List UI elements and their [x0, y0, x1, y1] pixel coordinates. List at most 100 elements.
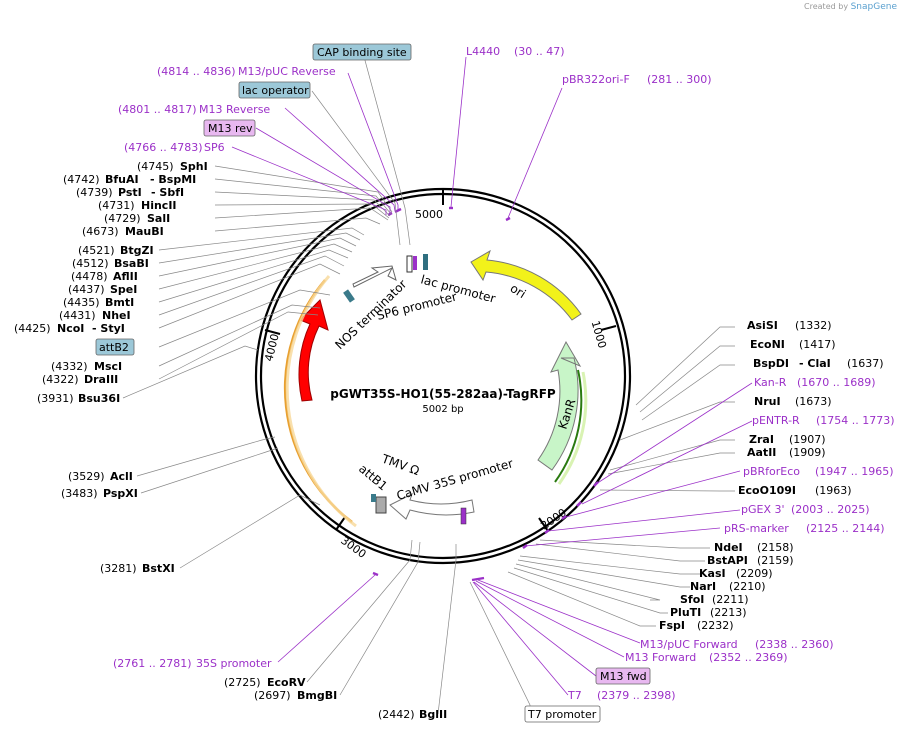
- maubi-pos: (4673): [82, 225, 119, 238]
- nos-terminator-feature[interactable]: [352, 265, 397, 288]
- sali-label[interactable]: SalI: [147, 212, 170, 225]
- bsabi-label[interactable]: BsaBI: [114, 257, 149, 270]
- s35-label[interactable]: 35S promoter: [196, 657, 272, 670]
- bmgbi-label[interactable]: BmgBI: [297, 689, 337, 702]
- bglii-pos: (2442): [378, 708, 415, 721]
- pluti-label[interactable]: PluTI: [670, 606, 701, 619]
- sfoi-label[interactable]: SfoI: [680, 593, 704, 606]
- tick-label-2000: 2000: [538, 506, 568, 532]
- btgzi-pos: (4521): [78, 244, 115, 257]
- prs-label[interactable]: pRS-marker: [724, 522, 789, 535]
- lac-promoter-feature[interactable]: [423, 254, 428, 270]
- lac-operator-box[interactable]: [238, 81, 311, 99]
- psti-label[interactable]: PstI: [118, 186, 142, 199]
- kanr-orf-arc: [554, 369, 583, 483]
- m13puc-rev-label[interactable]: M13/pUC Reverse: [238, 65, 336, 78]
- nari-label[interactable]: NarI: [690, 580, 716, 593]
- zrai-label[interactable]: ZraI: [749, 433, 774, 446]
- bmti-label[interactable]: BmtI: [105, 296, 134, 309]
- sbfi-label[interactable]: - SbfI: [151, 186, 184, 199]
- kanr-feature[interactable]: [537, 340, 582, 471]
- bsabi-pos: (4512): [72, 257, 109, 270]
- m13-forward-pos: (2352 .. 2369): [709, 651, 788, 664]
- pbr-pos: (281 .. 300): [647, 73, 712, 86]
- plasmid-title: pGWT35S-HO1(55-282aa)-TagRFP: [330, 387, 556, 401]
- m13puc-fwd-label[interactable]: M13/pUC Forward: [640, 638, 738, 651]
- ori-feature[interactable]: [470, 249, 582, 321]
- pentr-label[interactable]: pENTR-R: [752, 414, 800, 427]
- lac-operator-label: lac operator: [242, 84, 309, 97]
- tagrfp-feature[interactable]: [298, 299, 329, 402]
- lac-operator-feature[interactable]: [413, 256, 417, 270]
- ecoo109i-pos: (1963): [815, 484, 852, 497]
- aatii-label[interactable]: AatII: [747, 446, 776, 459]
- bstxi-label[interactable]: BstXI: [142, 562, 175, 575]
- pgex-label[interactable]: pGEX 3': [741, 503, 785, 516]
- tagrfp-orf-glow: [285, 275, 357, 528]
- hincii-label[interactable]: HincII: [141, 199, 177, 212]
- bstxi-pos: (3281): [100, 562, 137, 575]
- pentr-pos: (1754 .. 1773): [816, 414, 895, 427]
- plasmid-length: 5002 bp: [422, 404, 463, 415]
- msci-label[interactable]: MscI: [94, 360, 122, 373]
- bsu36i-label[interactable]: Bsu36I: [78, 392, 120, 405]
- bspdi-label[interactable]: BspDI: [753, 357, 789, 370]
- kanr-orf-glow: [557, 371, 588, 485]
- bsu36i-pos: (3931): [37, 392, 74, 405]
- t7-label[interactable]: T7: [567, 689, 582, 702]
- btgzi-label[interactable]: BtgZI: [120, 244, 154, 257]
- m13-forward-label[interactable]: M13 Forward: [625, 651, 696, 664]
- draiii-label[interactable]: DraIII: [84, 373, 118, 386]
- ncoi-label[interactable]: NcoI: [57, 322, 84, 335]
- t7-promoter-box[interactable]: [524, 705, 601, 723]
- pbrforeco-label[interactable]: pBRforEco: [743, 465, 800, 478]
- pspxi-label[interactable]: PspXI: [103, 487, 138, 500]
- cap-binding-site-box[interactable]: [312, 43, 412, 61]
- m13-reverse-label[interactable]: M13 Reverse: [199, 103, 270, 116]
- prs-pos: (2125 .. 2144): [806, 522, 885, 535]
- kasi-label[interactable]: KasI: [699, 567, 726, 580]
- m13-rev-box[interactable]: [203, 119, 256, 137]
- sphi-label[interactable]: SphI: [180, 160, 208, 173]
- m13-fwd-box[interactable]: [595, 667, 651, 685]
- bstapi-label[interactable]: BstAPI: [707, 554, 748, 567]
- bfuai-label[interactable]: BfuAI: [105, 173, 139, 186]
- attb1-feature[interactable]: [375, 496, 387, 514]
- attb2-label: attB2: [99, 341, 129, 354]
- tmv-feature[interactable]: [371, 494, 376, 502]
- pbrforeco-pos: (1947 .. 1965): [815, 465, 894, 478]
- l4440-label[interactable]: L4440: [466, 45, 500, 58]
- nrui-label[interactable]: NruI: [754, 395, 781, 408]
- aflii-pos: (4478): [71, 270, 108, 283]
- sp6-label[interactable]: SP6: [204, 141, 225, 154]
- attb2-box[interactable]: [95, 338, 135, 356]
- bmti-pos: (4435): [63, 296, 100, 309]
- kanr-primer-pos: (1670 .. 1689): [797, 376, 876, 389]
- m13-rev-label: M13 rev: [208, 122, 253, 135]
- sp6-promoter-feature[interactable]: [406, 255, 413, 273]
- pluti-pos: (2213): [710, 606, 747, 619]
- m13puc-fwd-pos: (2338 .. 2360): [755, 638, 834, 651]
- acli-label[interactable]: AclI: [110, 470, 133, 483]
- fspi-pos: (2232): [697, 619, 734, 632]
- styi-label[interactable]: - StyI: [92, 322, 125, 335]
- asisi-label[interactable]: AsiSI: [747, 319, 778, 332]
- spei-label[interactable]: SpeI: [110, 283, 137, 296]
- camv35s-feature[interactable]: [389, 493, 475, 520]
- maubi-label[interactable]: MauBI: [125, 225, 164, 238]
- bfuai-pos: (4742): [63, 173, 100, 186]
- ecoo109i-label[interactable]: EcoO109I: [738, 484, 796, 497]
- ndei-label[interactable]: NdeI: [714, 541, 743, 554]
- pbr-label[interactable]: pBR322ori-F: [562, 73, 630, 86]
- clai-label[interactable]: - ClaI: [799, 357, 831, 370]
- econi-label[interactable]: EcoNI: [750, 338, 785, 351]
- nhei-label[interactable]: NheI: [102, 309, 131, 322]
- bglii-label[interactable]: BglII: [419, 708, 447, 721]
- psti-pos: (4739): [76, 186, 113, 199]
- primer-leader-lines: [231, 56, 753, 696]
- bspmi-label[interactable]: - BspMI: [150, 173, 196, 186]
- kanr-primer-label[interactable]: Kan-R: [754, 376, 787, 389]
- fspi-label[interactable]: FspI: [659, 619, 685, 632]
- aflii-label[interactable]: AflII: [113, 270, 138, 283]
- ecorv-label[interactable]: EcoRV: [267, 676, 306, 689]
